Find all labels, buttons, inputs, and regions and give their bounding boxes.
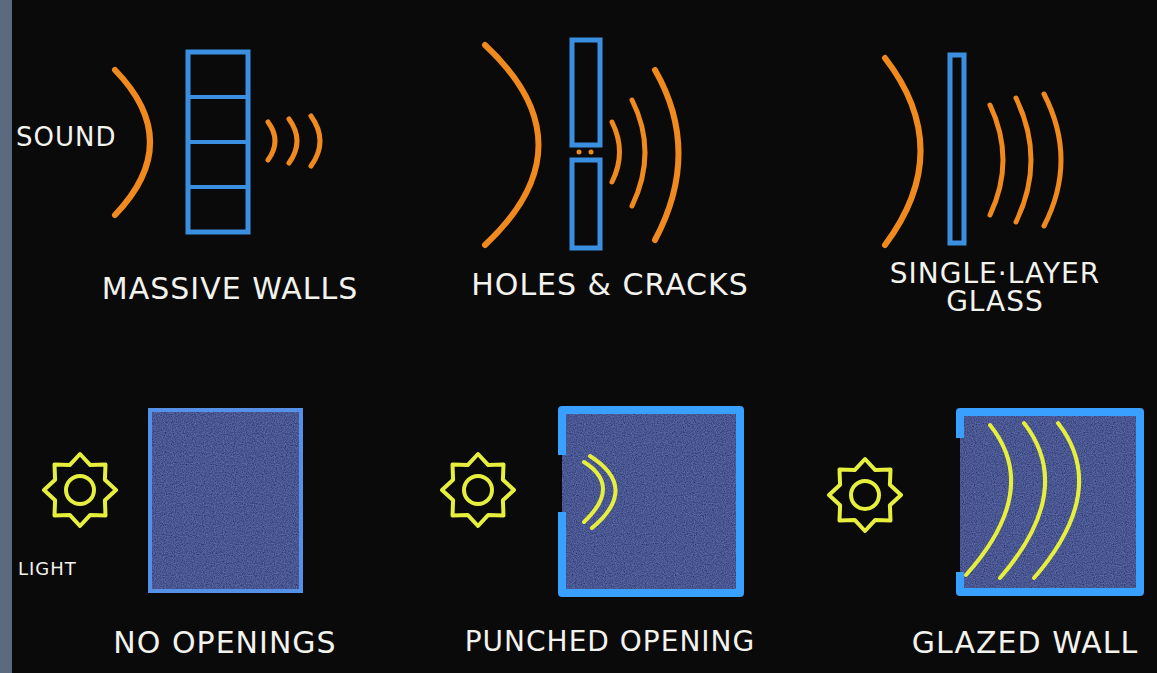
sound-wave <box>485 45 539 245</box>
sound-wave <box>655 70 679 240</box>
sound-wave <box>115 70 150 215</box>
sound-wave <box>289 119 297 163</box>
room-wall <box>562 410 740 593</box>
light-beam <box>584 462 603 522</box>
light-beam <box>1000 423 1045 578</box>
sound-wave <box>885 58 921 245</box>
caption-label: SINGLE·LAYER GLASS <box>860 260 1130 316</box>
wall <box>572 40 600 145</box>
sun-symbol <box>44 454 116 526</box>
wall-course <box>188 95 248 99</box>
sun-symbol <box>829 459 901 531</box>
sound-wave <box>311 116 320 166</box>
leak-dot <box>577 150 582 155</box>
wall-course <box>188 140 248 144</box>
room-fill <box>960 412 1140 592</box>
light-beam <box>1034 423 1079 578</box>
caption-label: NO OPENINGS <box>85 628 365 658</box>
caption-label: HOLES & CRACKS <box>445 270 775 300</box>
sound-wave <box>1016 98 1031 222</box>
sound-wave <box>612 122 620 182</box>
room-wall <box>960 412 1140 592</box>
wall-course <box>188 185 248 189</box>
caption-label: GLAZED WALL <box>895 628 1155 658</box>
light-label: LIGHT <box>18 560 108 578</box>
sound-label: SOUND <box>16 124 126 150</box>
light-beam <box>966 425 1011 575</box>
glass-pane <box>950 55 964 243</box>
leak-dot <box>589 150 594 155</box>
wall <box>188 52 248 232</box>
light-beam <box>590 456 616 528</box>
wall <box>572 160 600 248</box>
sound-wave <box>632 100 645 206</box>
sound-wave <box>1044 94 1061 226</box>
caption-label: PUNCHED OPENING <box>430 628 790 656</box>
caption-label: MASSIVE WALLS <box>70 274 390 304</box>
sound-wave <box>990 105 1003 215</box>
room <box>148 408 303 593</box>
sun-symbol <box>442 454 514 526</box>
sound-wave <box>268 122 275 160</box>
room-fill <box>562 410 740 593</box>
side-strip <box>0 0 12 673</box>
